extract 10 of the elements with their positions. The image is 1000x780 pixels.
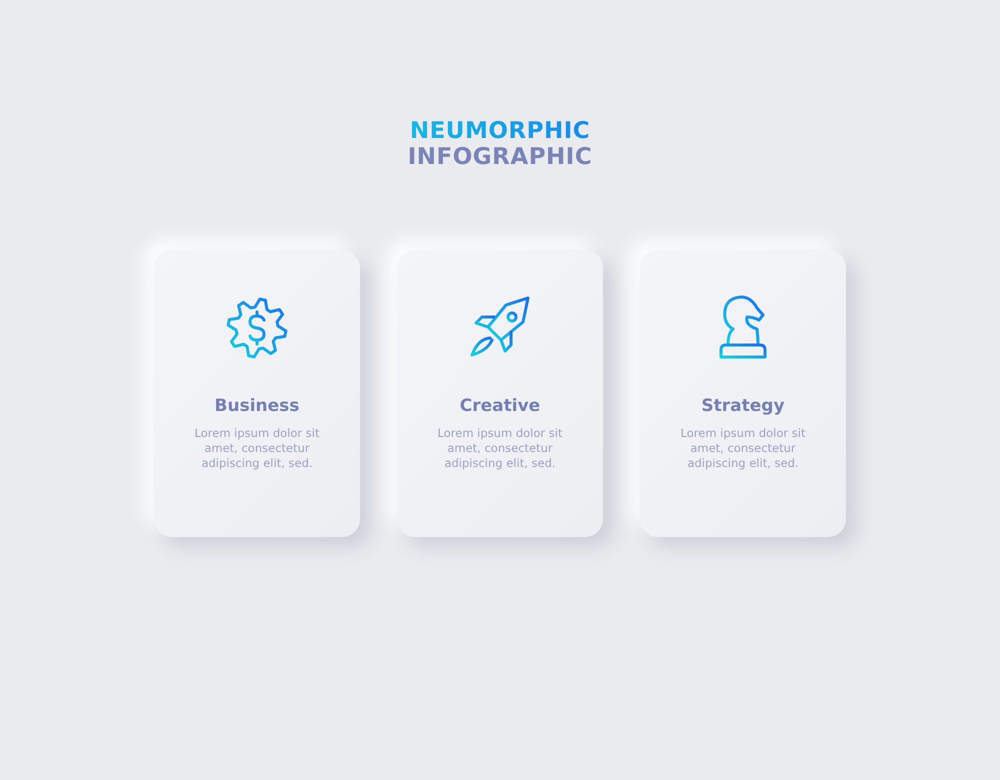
card xyxy=(154,250,360,537)
card xyxy=(640,250,846,537)
card-description: Lorem ipsum dolor sit amet, consectetur adipiscing elit, sed. xyxy=(436,426,564,471)
card-description: Lorem ipsum dolor sit amet, consectetur adipiscing elit, sed. xyxy=(680,426,806,471)
card-heading: Strategy xyxy=(700,396,786,416)
subtitle: INFOGRAPHIC xyxy=(406,144,594,170)
card-heading: Creative xyxy=(458,396,542,416)
card xyxy=(397,250,603,537)
card-description: Lorem ipsum dolor sit amet, consectetur adipiscing elit, sed. xyxy=(194,426,320,471)
card-heading: Business xyxy=(214,396,300,416)
